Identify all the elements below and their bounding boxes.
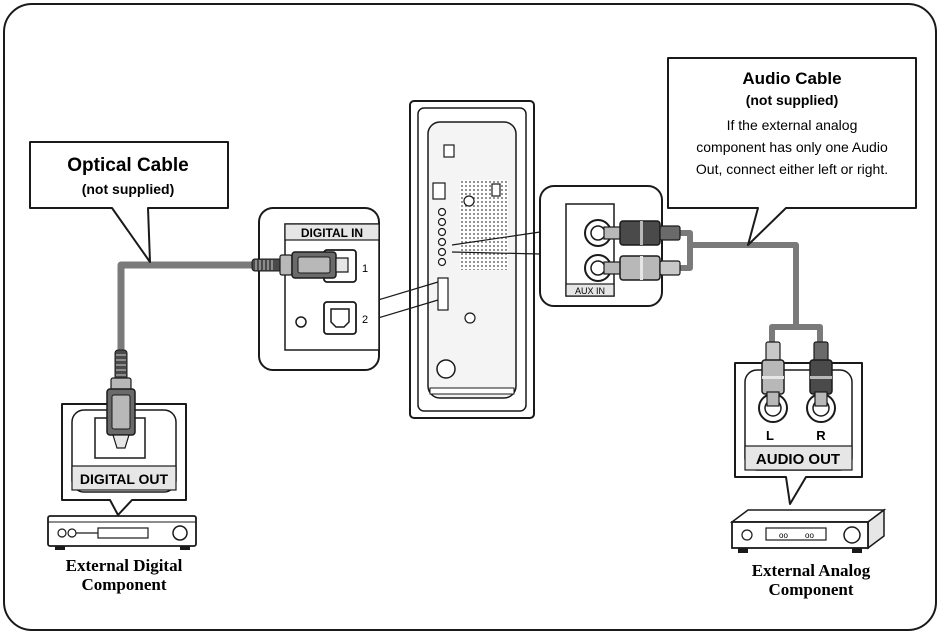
hdmi-port bbox=[432, 182, 446, 200]
external-analog-label-line2: Component bbox=[768, 580, 853, 599]
digital-in-panel: DIGITAL IN 1 2 bbox=[258, 207, 380, 371]
audio-cable-description-line: If the external analog bbox=[727, 117, 858, 133]
optical-cable-title: Optical Cable bbox=[67, 155, 188, 176]
audio-out-left-label: L bbox=[766, 428, 774, 443]
audio-cable-callout: Audio Cable (not supplied) If the extern… bbox=[667, 57, 917, 246]
external-analog-label-line1: External Analog bbox=[752, 561, 871, 580]
optical-cable bbox=[117, 261, 258, 355]
external-digital-label-line2: Component bbox=[81, 575, 166, 594]
fan-grille bbox=[436, 359, 456, 379]
external-digital-component-icon bbox=[47, 515, 197, 550]
rca-plug-audio-out-right bbox=[809, 341, 833, 407]
audio-cable-description-line: Out, connect either left or right. bbox=[696, 161, 888, 177]
aux-in-label: AUX IN bbox=[575, 286, 605, 296]
optical-cable-callout: Optical Cable (not supplied) bbox=[29, 141, 229, 263]
screw bbox=[464, 312, 476, 324]
zoom-leaders bbox=[377, 231, 541, 319]
optical-plug-digital-out bbox=[106, 349, 136, 449]
optical-cable-note: (not supplied) bbox=[82, 181, 175, 197]
optical-ports bbox=[437, 277, 449, 311]
aux-in-panel: AUX IN bbox=[539, 185, 663, 307]
usb-port bbox=[491, 183, 501, 197]
external-digital-label-line1: External Digital bbox=[66, 556, 183, 575]
subwoofer-back-panel bbox=[409, 100, 535, 419]
optical-plug-digital-in bbox=[251, 251, 349, 279]
port-1-label: 1 bbox=[362, 263, 368, 275]
rca-plug-aux-bottom bbox=[603, 255, 681, 281]
port-2-label: 2 bbox=[362, 314, 368, 326]
speaker-terminals bbox=[437, 207, 447, 267]
digital-out-label: DIGITAL OUT bbox=[80, 471, 169, 487]
audio-cable-title: Audio Cable bbox=[742, 69, 841, 88]
rca-plug-audio-out-left bbox=[761, 341, 785, 407]
svg-text:oo: oo bbox=[779, 531, 788, 540]
svg-text:oo: oo bbox=[805, 531, 814, 540]
power-switch bbox=[443, 144, 455, 158]
audio-cable-description-line: component has only one Audio bbox=[696, 139, 888, 155]
external-analog-component-icon: oo oo bbox=[729, 508, 887, 553]
audio-cable-note: (not supplied) bbox=[746, 92, 839, 108]
rca-plug-aux-top bbox=[603, 220, 681, 246]
audio-cable bbox=[680, 230, 823, 342]
screw bbox=[463, 195, 475, 207]
audio-out-label: AUDIO OUT bbox=[756, 451, 840, 468]
vent-mesh bbox=[460, 180, 508, 270]
panel-screw bbox=[295, 316, 307, 328]
digital-in-title: DIGITAL IN bbox=[301, 226, 363, 240]
audio-out-right-label: R bbox=[816, 428, 826, 443]
